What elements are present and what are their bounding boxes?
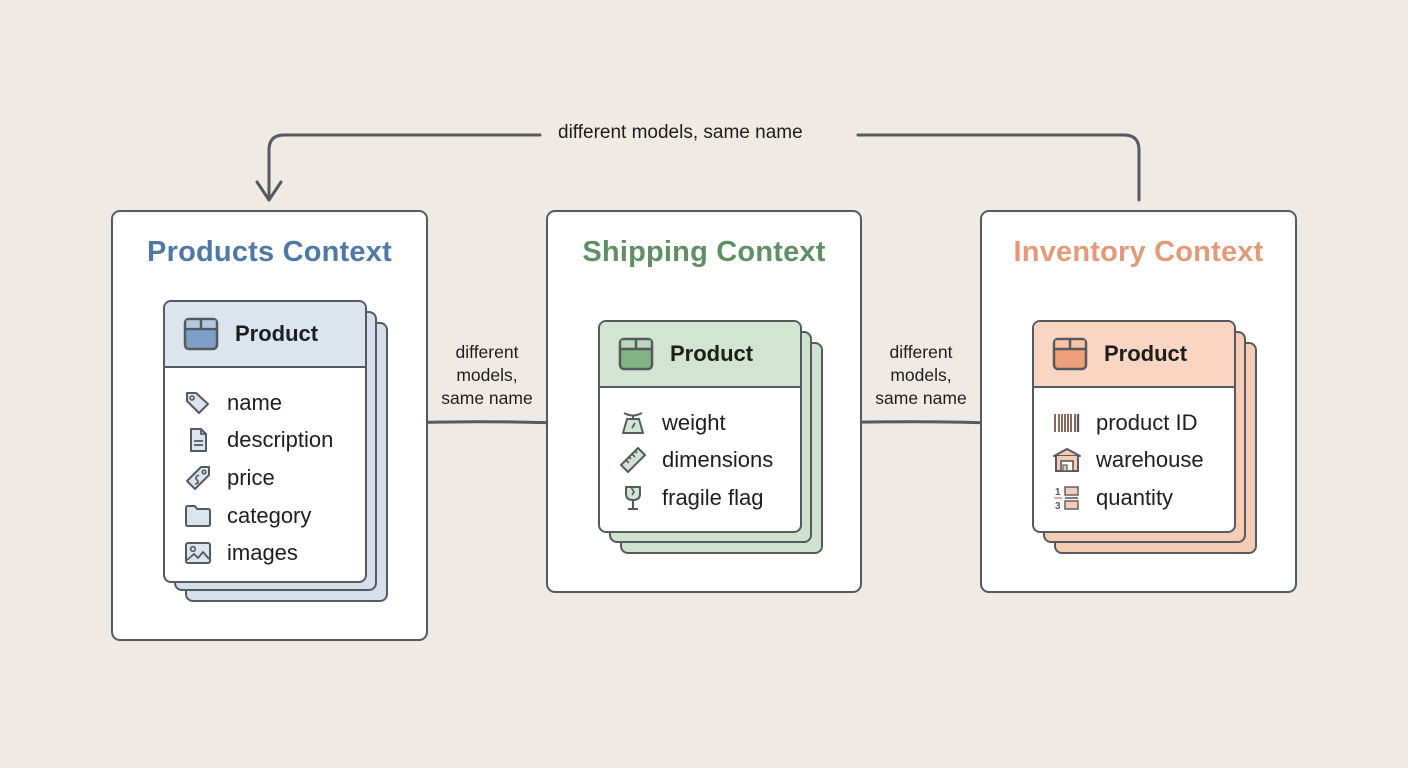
svg-text:3: 3 <box>1055 501 1061 512</box>
price-tag-icon <box>183 464 213 492</box>
field-label: weight <box>662 409 726 435</box>
inventory-context: Inventory Context Product product ID <box>980 210 1297 593</box>
field-list: weight dimensions fragile flag <box>600 388 800 517</box>
ruler-icon <box>618 446 648 474</box>
connector-label-line: different <box>455 342 519 362</box>
field-label: price <box>227 464 275 490</box>
connector-label-line: same name <box>875 388 967 408</box>
connector-label-line: different <box>889 342 953 362</box>
field-item: product ID <box>1052 404 1234 442</box>
document-icon <box>183 426 213 454</box>
tag-icon <box>183 389 213 417</box>
top-connector-label: different models, same name <box>548 122 813 144</box>
field-label: category <box>227 502 312 528</box>
products-context: Products Context Product name <box>111 210 428 641</box>
svg-text:1: 1 <box>1055 487 1061 498</box>
context-title: Inventory Context <box>1013 236 1264 268</box>
field-label: fragile flag <box>662 484 764 510</box>
warehouse-icon <box>1052 446 1082 474</box>
folder-icon <box>183 502 213 530</box>
scale-icon <box>618 409 648 437</box>
field-label: description <box>227 427 334 453</box>
field-item: description <box>183 422 365 460</box>
entity-name: Product <box>670 341 754 366</box>
product-entity-card[interactable]: Product weight dimensions <box>598 320 802 533</box>
field-list: name description price <box>165 368 365 572</box>
field-label: quantity <box>1096 484 1174 510</box>
top-connector-line <box>267 133 1141 202</box>
field-item: category <box>183 497 365 535</box>
field-item: fragile flag <box>618 479 800 517</box>
entity-name: Product <box>235 321 319 346</box>
barcode-icon <box>1052 409 1082 437</box>
context-title: Shipping Context <box>582 236 826 268</box>
connector-label-line: models, <box>890 365 952 385</box>
field-label: warehouse <box>1096 447 1204 473</box>
top-connector-arrowhead <box>255 180 283 202</box>
product-entity-card[interactable]: Product name description <box>163 300 367 583</box>
field-label: dimensions <box>662 447 774 473</box>
shipping-context: Shipping Context Product weight <box>546 210 862 593</box>
context-title: Products Context <box>147 236 392 268</box>
field-label: product ID <box>1096 409 1198 435</box>
fragile-glass-icon <box>618 484 648 512</box>
image-icon <box>183 539 213 567</box>
field-item: name <box>183 384 365 422</box>
connector-label-line: models, <box>456 365 518 385</box>
field-label: name <box>227 389 283 415</box>
field-item: price <box>183 459 365 497</box>
entity-name: Product <box>1104 341 1188 366</box>
card-header: Product <box>600 322 800 388</box>
field-item: warehouse <box>1052 442 1234 480</box>
field-item: dimensions <box>618 442 800 480</box>
field-item: images <box>183 534 365 572</box>
field-item: weight <box>618 404 800 442</box>
card-header: Product <box>165 302 365 368</box>
connector-label-1: different models, same name <box>428 341 546 410</box>
connector-label-line: same name <box>441 388 533 408</box>
box-icon <box>618 337 654 371</box>
card-header: Product <box>1034 322 1234 388</box>
box-icon <box>1052 337 1088 371</box>
box-icon <box>183 317 219 351</box>
product-entity-card[interactable]: Product product ID warehouse <box>1032 320 1236 533</box>
field-label: images <box>227 540 298 566</box>
connector-label-2: different models, same name <box>862 341 980 410</box>
